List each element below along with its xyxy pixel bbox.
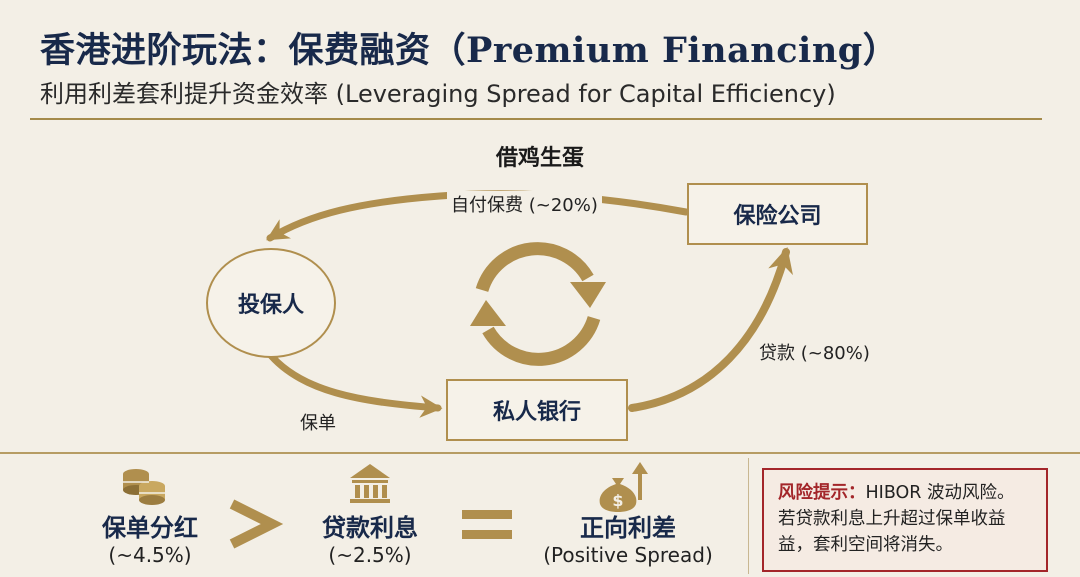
- equals-icon: [462, 510, 512, 539]
- page-title: 香港进阶玩法：保费融资（Premium Financing）: [40, 30, 899, 71]
- policy-arrow: [264, 348, 443, 418]
- dividend-term: 保单分红 (~4.5%): [70, 508, 230, 567]
- interest-value: (~2.5%): [328, 543, 412, 567]
- policy-label: 保单: [296, 409, 340, 435]
- self-pay-label: 自付保费 (~20%): [447, 191, 602, 217]
- dividend-name: 保单分红: [102, 514, 198, 542]
- warning-divider: [748, 458, 749, 574]
- self-pay-arrow: [266, 190, 690, 242]
- diagram-title: 借鸡生蛋: [495, 146, 584, 171]
- loan-label: 贷款 (~80%): [755, 339, 874, 365]
- risk-warning-box: 风险提示：HIBOR 波动风险。 若贷款利息上升超过保单收益益，套利空间将消失。: [762, 468, 1048, 572]
- section-divider: [0, 452, 1080, 454]
- node-policyholder: 投保人: [206, 248, 336, 358]
- coins-icon: [123, 469, 165, 505]
- spread-name: 正向利差: [580, 514, 676, 542]
- interest-term: 贷款利息 (~2.5%): [292, 508, 448, 567]
- bank-icon: [350, 464, 390, 503]
- dividend-value: (~4.5%): [108, 543, 192, 567]
- interest-name: 贷款利息: [322, 514, 418, 542]
- spread-term: 正向利差 (Positive Spread): [522, 508, 734, 567]
- loan-arrow: [628, 247, 793, 412]
- page-subtitle: 利用利差套利提升资金效率 (Leveraging Spread for Capi…: [40, 80, 836, 108]
- spread-value: (Positive Spread): [543, 543, 713, 567]
- svg-text:$: $: [612, 491, 623, 510]
- node-insurer: 保险公司: [687, 183, 868, 245]
- node-bank-label: 私人银行: [492, 400, 581, 425]
- money-bag-growth-icon: $: [599, 462, 648, 512]
- risk-warning-text-1: HIBOR 波动风险。: [865, 483, 1015, 503]
- cycle-arrows-icon: [470, 242, 606, 366]
- node-insurer-label: 保险公司: [733, 204, 822, 229]
- greater-than-icon: [229, 499, 284, 549]
- risk-warning-text-2: 若贷款利息上升超过保单收益益，套利空间将消失。: [778, 509, 1006, 555]
- header-divider: [30, 118, 1042, 120]
- risk-warning-label: 风险提示：: [778, 483, 866, 503]
- node-policyholder-label: 投保人: [237, 293, 304, 318]
- node-bank: 私人银行: [446, 379, 628, 441]
